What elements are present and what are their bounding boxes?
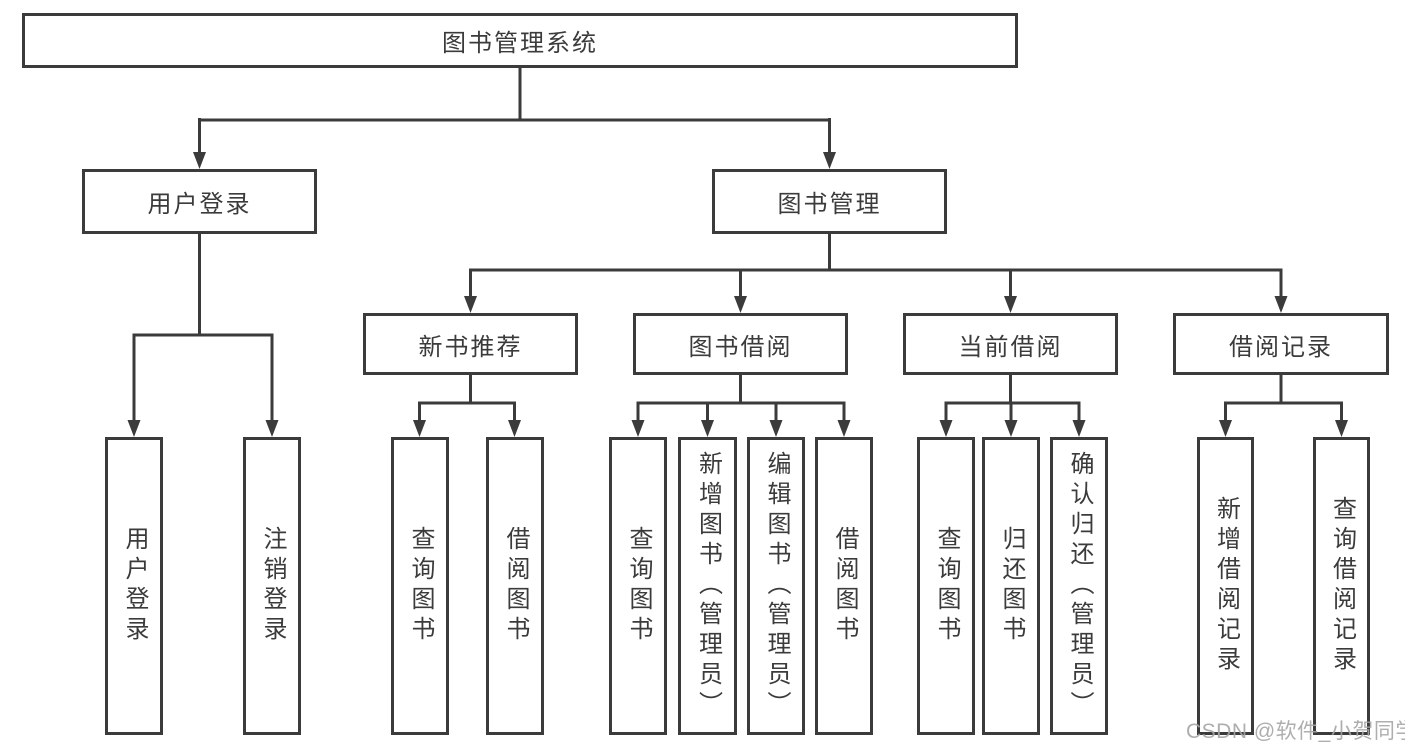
node-label: 新增借阅记录 — [1212, 496, 1240, 676]
leaf-add-borrow-record: 新增借阅记录 — [1197, 437, 1254, 735]
node-label: 查询图书 — [407, 526, 434, 646]
leaf-logout: 注销登录 — [243, 437, 301, 735]
node-label: 归还图书 — [998, 526, 1025, 646]
node-label: 图书管理 — [777, 191, 882, 218]
node-label: 图书借阅 — [688, 333, 793, 361]
arrowheads — [127, 152, 1348, 437]
node-label: 注销登录 — [259, 526, 286, 646]
watermark: CSDN @软件_小贺同学 — [1186, 720, 1405, 743]
node-user-login: 用户登录 — [82, 169, 317, 234]
leaf-borrow-books-1: 借阅图书 — [486, 437, 544, 735]
node-label: 用户登录 — [147, 191, 252, 218]
node-label: 查询图书 — [625, 526, 652, 646]
node-label: 新增图书（管理员） — [694, 451, 722, 721]
node-label: 查询借阅记录 — [1328, 496, 1356, 676]
node-label: 查询图书 — [933, 526, 960, 646]
node-new-book-recommend: 新书推荐 — [363, 313, 578, 375]
node-label: 借阅图书 — [502, 526, 529, 646]
leaf-query-books-3: 查询图书 — [917, 437, 975, 735]
node-book-borrowing: 图书借阅 — [633, 313, 848, 375]
node-label: 确认归还（管理员） — [1066, 451, 1093, 721]
leaf-return-book: 归还图书 — [982, 437, 1040, 735]
node-label: 用户登录 — [121, 526, 148, 646]
leaf-query-books-1: 查询图书 — [391, 437, 449, 735]
node-label: 图书管理系统 — [442, 30, 598, 57]
node-book-management: 图书管理 — [712, 169, 947, 234]
leaf-user-login: 用户登录 — [105, 437, 163, 735]
node-label: 新书推荐 — [418, 333, 523, 361]
leaf-add-book-admin: 新增图书（管理员） — [678, 437, 737, 735]
leaf-query-books-2: 查询图书 — [609, 437, 667, 735]
node-library-system: 图书管理系统 — [22, 13, 1018, 68]
node-label: 借阅记录 — [1229, 333, 1333, 361]
node-label: 当前借阅 — [958, 333, 1063, 361]
leaf-query-borrow-record: 查询借阅记录 — [1313, 437, 1370, 735]
leaf-confirm-return-admin: 确认归还（管理员） — [1050, 437, 1108, 735]
node-borrowing-records: 借阅记录 — [1173, 313, 1389, 375]
node-current-borrowing: 当前借阅 — [903, 313, 1118, 375]
node-label: 借阅图书 — [831, 526, 858, 646]
leaf-edit-book-admin: 编辑图书（管理员） — [747, 437, 805, 735]
node-label: 编辑图书（管理员） — [763, 451, 790, 721]
leaf-borrow-books-2: 借阅图书 — [815, 437, 873, 735]
